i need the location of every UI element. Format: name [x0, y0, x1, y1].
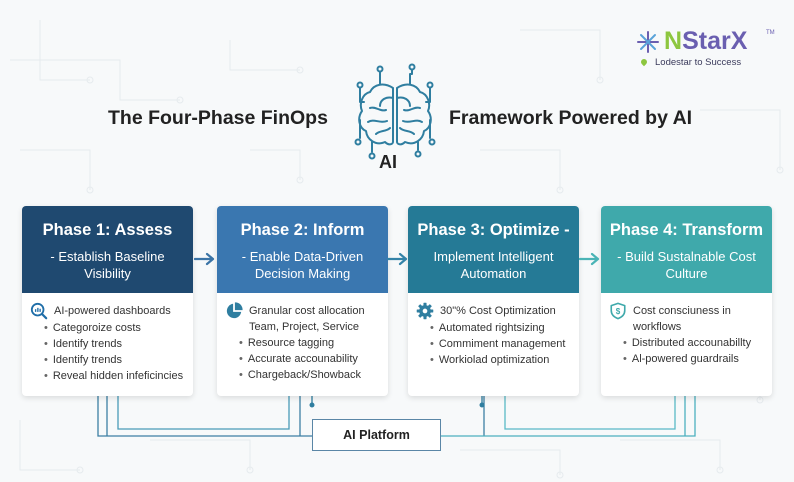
- pie-chart-icon: [226, 302, 243, 319]
- phase-header: Phase 3: Optimize - Implement Intelligen…: [408, 206, 579, 293]
- arrow-right-icon: [194, 252, 215, 266]
- phase-bullet: Categoroize costs: [44, 320, 185, 336]
- svg-text:$: $: [616, 307, 621, 316]
- phase-bullet: Accurate accounability: [239, 351, 380, 367]
- connector-node: [479, 402, 485, 408]
- connector-node: [309, 402, 315, 408]
- phase-header: Phase 1: Assess - Establish Baseline Vis…: [22, 206, 193, 293]
- phase-card-assess: Phase 1: Assess - Establish Baseline Vis…: [22, 206, 193, 396]
- phase-bullet: Chargeback/Showback: [239, 367, 380, 383]
- gear-icon: [416, 302, 434, 320]
- phase-bullet: Automated rightsizing: [430, 320, 571, 336]
- phase-bullet: Distributed accounabillty: [623, 335, 764, 351]
- phase-title: Phase 2: Inform: [240, 221, 365, 239]
- analytics-search-icon: [30, 302, 48, 320]
- arrow-right-icon: [387, 252, 408, 266]
- ai-label: AI: [379, 152, 397, 172]
- phase-card-transform: Phase 4: Transform - Build Sustalnable C…: [601, 206, 772, 396]
- phase-body: AI-powered dashboards Categoroize costs …: [22, 293, 193, 384]
- phase-body: $ Cost consciuness in workflows Distribu…: [601, 293, 772, 367]
- phase-bullet: Commiment management: [430, 336, 571, 352]
- phase-title: Phase 3: Optimize -: [417, 221, 570, 239]
- shield-dollar-icon: $: [610, 302, 626, 320]
- phase-bullet: Identify trends: [44, 352, 185, 368]
- ai-platform-box: AI Platform: [312, 419, 441, 451]
- phase-lead: Granular cost allocation Team, Project, …: [249, 305, 365, 333]
- trademark: TM: [766, 30, 775, 36]
- phase-body: 30"% Cost Optimization Automated rightsi…: [408, 293, 579, 368]
- phase-header: Phase 4: Transform - Build Sustalnable C…: [601, 206, 772, 293]
- brain-circuit-icon: [354, 63, 436, 160]
- phase-header: Phase 2: Inform - Enable Data-Driven Dec…: [217, 206, 388, 293]
- phase-body: Granular cost allocation Team, Project, …: [217, 293, 388, 383]
- phase-bullet: Reveal hidden infeficincies: [44, 368, 185, 384]
- phase-bullet: Al-powered guardrails: [623, 351, 764, 367]
- star-compass-icon: [637, 31, 659, 53]
- phase-bullet: Workiolad optimization: [430, 352, 571, 368]
- arrow-right-icon: [579, 252, 600, 266]
- brand-name: NStarX: [664, 27, 748, 55]
- phase-lead: 30"% Cost Optimization: [440, 305, 556, 317]
- phase-bullet: Identify trends: [44, 336, 185, 352]
- title-left: The Four-Phase FinOps: [108, 107, 328, 129]
- phase-title: Phase 4: Transform: [609, 221, 764, 239]
- title-right: Framework Powered by AI: [449, 107, 693, 129]
- phase-card-optimize: Phase 3: Optimize - Implement Intelligen…: [408, 206, 579, 396]
- phase-subtitle: - Enable Data-Driven Decision Making: [241, 249, 364, 281]
- phase-lead: AI-powered dashboards: [54, 305, 171, 317]
- phase-subtitle: - Build Sustalnable Cost Culture: [617, 249, 756, 281]
- phase-card-inform: Phase 2: Inform - Enable Data-Driven Dec…: [217, 206, 388, 396]
- phase-subtitle: Implement Intelligent Automation: [433, 249, 554, 281]
- phase-title: Phase 1: Assess: [42, 221, 173, 239]
- nstarx-logo: NStarX TM Lodestar to Success: [636, 27, 786, 70]
- phase-lead: Cost consciuness in workflows: [633, 305, 731, 333]
- phase-subtitle: - Establish Baseline Visibility: [50, 249, 165, 281]
- tagline: Lodestar to Success: [655, 57, 742, 68]
- phase-bullet: Resource tagging: [239, 335, 380, 351]
